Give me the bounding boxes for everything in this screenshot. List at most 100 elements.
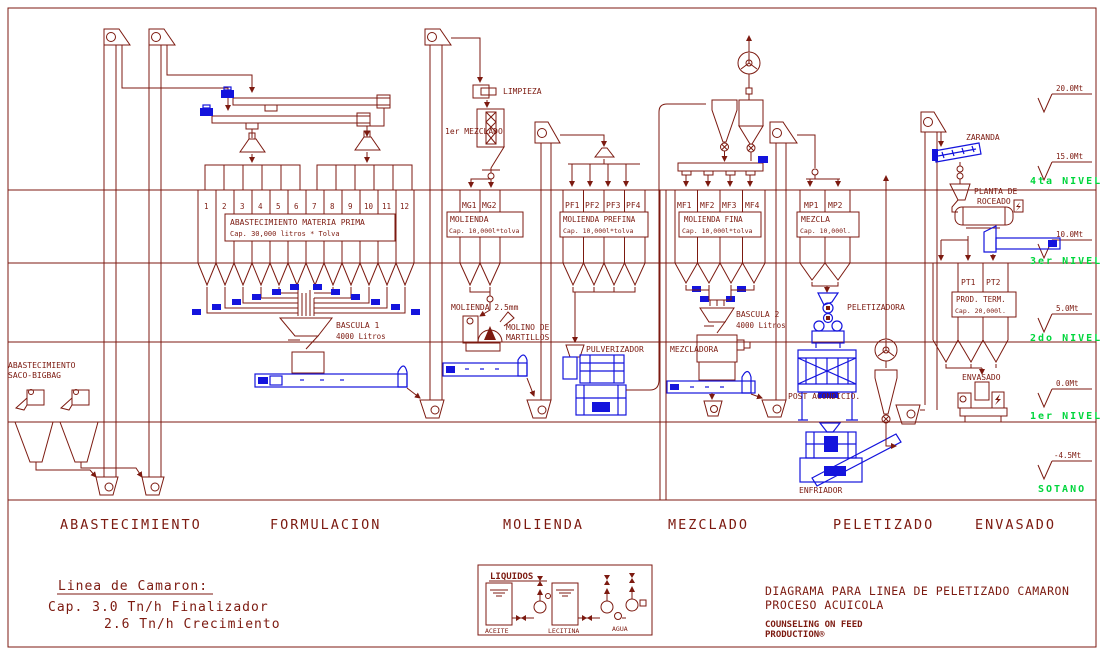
elevation-label: -4.5Mt: [1054, 451, 1081, 460]
mezclado-group: MF1 MF2 MF3 MF4 MOLIENDA FINA Cap. 10,00…: [659, 35, 860, 500]
floor-lines: [8, 189, 1096, 501]
bucket-elevator-1: [95, 28, 131, 496]
zaranda-machine: ZARANDA: [932, 131, 1000, 184]
level-name: 1er NIVEL: [1030, 411, 1102, 422]
bascula-2: BASCULA 2 4000 Litros: [699, 307, 786, 334]
drawing-title-1: DIAGRAMA PARA LINEA DE PELETIZADO CAMARO…: [765, 584, 1069, 598]
materia-prima-label-box: ABASTECIMIENTO MATERIA PRIMA Cap. 30,000…: [224, 213, 396, 242]
spreader-2: [354, 130, 381, 163]
primer-mezclado-label: 1er MEZCLADO: [445, 127, 503, 136]
aspiration-fan-2: [874, 175, 898, 449]
svg-text:MF3: MF3: [722, 201, 737, 210]
bin-top-boxes: [204, 164, 413, 191]
elevation-label: 0.0Mt: [1056, 379, 1079, 388]
section-abastecimiento: ABASTECIMIENTO: [60, 517, 202, 533]
svg-text:4: 4: [258, 202, 263, 211]
peletizadora-machine: PELETIZADORA: [811, 292, 905, 348]
roceado-label-2: ROCEADO: [977, 197, 1011, 206]
envasado-label: ENVASADO: [962, 373, 1001, 382]
section-molienda: MOLIENDA: [503, 517, 584, 533]
svg-text:8: 8: [330, 202, 335, 211]
pf-bins: PF1 PF2 PF3 PF4 MOLIENDA PREFINA Cap. 10…: [559, 190, 649, 343]
mg-cap: Cap. 10,000l*tolva: [449, 227, 520, 235]
level-marks: 20.0Mt 15.0Mt 4ta NIVEL 10.0Mt 3er NIVEL…: [1030, 84, 1102, 495]
svg-text:MF2: MF2: [700, 201, 715, 210]
svg-text:PT2: PT2: [986, 278, 1001, 287]
svg-text:3: 3: [240, 202, 245, 211]
envasado-group: ZARANDA PLANTA DE ROCEADO PT1 PT2 PROD. …: [895, 111, 1061, 425]
elevation-label: 20.0Mt: [1056, 84, 1083, 93]
bascula1-cap: 4000 Litros: [336, 332, 386, 341]
saco-label-1: ABASTECIMIENTO: [8, 361, 76, 370]
bucket-elevator-3: [526, 121, 561, 419]
roceado-label-1: PLANTA DE: [974, 187, 1018, 196]
pulverizador-label: PULVERIZADOR: [586, 345, 644, 354]
mg-title: MOLIENDA: [450, 215, 489, 224]
ensacadora: ENVASADO: [957, 373, 1010, 423]
mp-cap: Cap. 10,000l.: [800, 227, 851, 235]
svg-text:PF3: PF3: [606, 201, 621, 210]
level-mark-sotano: -4.5Mt SOTANO: [1037, 451, 1092, 495]
level-mark-20: 20.0Mt: [1037, 84, 1092, 114]
materia-prima-cap: Cap. 30,000 litros * Tolva: [230, 230, 340, 238]
aceite-pump-line: [512, 576, 551, 621]
limpieza-label: LIMPIEZA: [503, 87, 542, 96]
bascula2-name: BASCULA 2: [736, 310, 780, 319]
elevation-label: 5.0Mt: [1056, 304, 1079, 313]
mezcladora-label: MEZCLADORA: [670, 345, 718, 354]
mg-bins: MG1 MG2 MOLIENDA Cap. 10,000l*tolva: [446, 190, 524, 303]
level-mark-5: 5.0Mt 2do NIVEL: [1030, 304, 1102, 344]
zaranda-label: ZARANDA: [966, 133, 1000, 142]
level-name: SOTANO: [1038, 484, 1086, 495]
section-labels: ABASTECIMIENTO FORMULACION MOLIENDA MEZC…: [60, 517, 1054, 533]
svg-text:MP2: MP2: [828, 201, 843, 210]
primer-mezclado: 1er MEZCLADO: [445, 108, 505, 188]
saco-bigbag-station: ABASTECIMIENTO SACO-BIGBAG: [8, 28, 176, 496]
svg-text:10: 10: [364, 202, 374, 211]
brand-line-2: PRODUCTION®: [765, 630, 825, 640]
mp-feed: [797, 134, 841, 187]
planta-de-roceado: PLANTA DE ROCEADO: [949, 183, 1024, 229]
materia-prima-silos: 1 2 3 4 5 6 7 8 9 10 11 12 ABASTECIMIENT…: [192, 190, 421, 399]
pf-title: MOLIENDA PREFINA: [563, 215, 636, 224]
level-mark-0: 0.0Mt 1er NIVEL: [1030, 379, 1102, 422]
svg-text:PT1: PT1: [961, 278, 976, 287]
aceite-label: ACEITE: [485, 627, 509, 635]
mf-bins: MF1 MF2 MF3 MF4 MOLIENDA FINA Cap. 10,00…: [674, 190, 766, 306]
elevation-label: 10.0Mt: [1056, 230, 1083, 239]
svg-text:PF2: PF2: [585, 201, 600, 210]
svg-text:MG2: MG2: [482, 201, 497, 210]
pf-cap: Cap. 10,000l*tolva: [563, 227, 634, 235]
cyclone-1: [711, 99, 738, 162]
svg-text:PF4: PF4: [626, 201, 641, 210]
peletizadora-label: PELETIZADORA: [847, 303, 905, 312]
bascula-1: BASCULA 1 4000 Litros: [278, 317, 386, 374]
lecitina-label: LECITINA: [548, 627, 579, 635]
svg-text:MG1: MG1: [462, 201, 477, 210]
roceado-discharge: [941, 225, 1061, 260]
molino-discharge-conveyor: [442, 354, 535, 397]
molino-de-martillos: MOLIENDA 2.5mm MOLINO DE MARTILLOS: [451, 302, 550, 352]
notes-block: Linea de Camaron: Cap. 3.0 Tn/h Finaliza…: [48, 579, 280, 632]
bascula1-name: BASCULA 1: [336, 321, 380, 330]
molino-label-2: MARTILLOS: [506, 333, 550, 342]
saco-label-2: SACO-BIGBAG: [8, 371, 61, 380]
pt-cap: Cap. 20,000l.: [955, 307, 1006, 315]
level-name: 2do NIVEL: [1030, 333, 1102, 344]
svg-text:11: 11: [382, 202, 391, 211]
lecitina-agua-pumps: AGUA: [578, 573, 647, 633]
molienda-group: LIMPIEZA 1er MEZCLADO MG1 MG2 MOLIENDA C…: [442, 37, 706, 419]
svg-text:MF1: MF1: [677, 201, 692, 210]
post-acondicionador-label: POST ACONDICIO.: [788, 392, 860, 401]
dosing-screws: [192, 284, 420, 316]
notes-title: Linea de Camaron:: [58, 579, 208, 594]
bag-dump-1: [14, 389, 97, 478]
svg-text:1: 1: [204, 202, 209, 211]
section-peletizado: PELETIZADO: [833, 517, 934, 533]
level-name: 3er NIVEL: [1030, 256, 1102, 267]
cyclone-2: [738, 99, 764, 161]
liquidos-title: LIQUIDOS: [490, 572, 533, 582]
distribution-conveyor-2: [200, 104, 371, 138]
mf-title: MOLIENDA FINA: [684, 215, 743, 224]
title-block: DIAGRAMA PARA LINEA DE PELETIZADO CAMARO…: [765, 584, 1069, 640]
